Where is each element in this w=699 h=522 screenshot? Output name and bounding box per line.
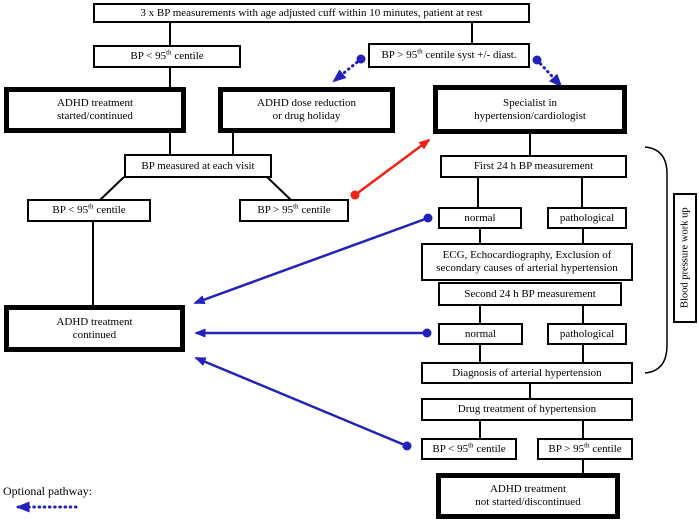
- node-bp-each-visit: BP measured at each visit: [124, 154, 272, 178]
- node-adhd-not-started-line2: not started/discontinued: [475, 496, 581, 508]
- node-bp-gt95-syst-diast: BP > 95th centile syst +/- diast.: [368, 43, 530, 68]
- node-specialist-line2: hypertension/cardiologist: [474, 109, 586, 122]
- node-adhd-treatment-continued-line2: continued: [72, 328, 117, 341]
- blood-pressure-workup-label: Blood pressure work up: [673, 193, 697, 323]
- node-bp-gt95-bottom: BP > 95th centile: [537, 438, 633, 460]
- node-bp-gt95-mid: BP > 95th centile: [239, 199, 349, 222]
- node-adhd-treatment-continued-line1: ADHD treatment: [56, 315, 133, 328]
- node-adhd-not-started-line1: ADHD treatment: [489, 483, 567, 495]
- node-bp-measurements-label: 3 x BP measurements with age adjusted cu…: [140, 6, 483, 19]
- node-first-24h-bp-label: First 24 h BP measurement: [473, 160, 594, 172]
- node-diagnosis: Diagnosis of arterial hypertension: [421, 362, 633, 384]
- node-bp-lt95-bottom-label: BP < 95th centile: [432, 440, 506, 455]
- node-specialist: Specialist in hypertension/cardiologist: [433, 85, 627, 134]
- node-bp-gt95-mid-label: BP > 95th centile: [257, 202, 331, 216]
- node-normal-1-label: normal: [464, 211, 496, 224]
- node-ecg-echo: ECG, Echocardiography, Exclusion of seco…: [421, 243, 633, 281]
- node-drug-treatment: Drug treatment of hypertension: [421, 398, 633, 421]
- node-diagnosis-label: Diagnosis of arterial hypertension: [452, 366, 602, 379]
- node-bp-each-visit-label: BP measured at each visit: [141, 159, 255, 172]
- optional-pathway-arrow-to-dose-reduction: [332, 54, 366, 83]
- node-adhd-dose-reduction-line1: ADHD dose reduction: [257, 97, 356, 109]
- node-bp-lt95-top: BP < 95th centile: [93, 45, 241, 68]
- workup-brace: [644, 146, 668, 374]
- node-pathological-2-label: pathological: [559, 327, 615, 340]
- node-pathological-1: pathological: [547, 207, 627, 229]
- node-drug-treatment-label: Drug treatment of hypertension: [457, 403, 597, 415]
- node-bp-lt95-bottom: BP < 95th centile: [421, 438, 517, 460]
- node-ecg-echo-line2: secondary causes of arterial hypertensio…: [436, 262, 618, 274]
- node-pathological-1-label: pathological: [559, 211, 615, 224]
- node-bp-lt95-mid: BP < 95th centile: [27, 199, 151, 222]
- node-normal-2-label: normal: [464, 327, 497, 340]
- node-adhd-dose-reduction: ADHD dose reduction or drug holiday: [218, 87, 395, 133]
- node-specialist-line1: Specialist in: [502, 96, 558, 109]
- node-bp-gt95-bottom-label: BP > 95th centile: [548, 440, 622, 455]
- node-adhd-treatment-continued: ADHD treatment continued: [4, 305, 185, 352]
- arrow-normal1-to-continued: [193, 213, 433, 305]
- referral-arrow-to-specialist: [350, 138, 431, 200]
- node-adhd-treatment-started-line2: started/continued: [57, 110, 133, 122]
- node-bp-lt95-mid-label: BP < 95th centile: [52, 202, 126, 216]
- node-second-24h-bp-label: Second 24 h BP measurement: [464, 287, 596, 300]
- node-pathological-2: pathological: [547, 323, 627, 345]
- legend-optional-pathway-label: Optional pathway:: [3, 484, 92, 498]
- arrow-bp-lt95-to-continued: [194, 356, 412, 451]
- node-adhd-dose-reduction-line2: or drug holiday: [272, 110, 341, 122]
- optional-pathway-arrow-to-specialist: [532, 55, 563, 88]
- node-first-24h-bp: First 24 h BP measurement: [440, 155, 627, 178]
- node-ecg-echo-line1: ECG, Echocardiography, Exclusion of: [442, 249, 612, 261]
- node-second-24h-bp: Second 24 h BP measurement: [438, 282, 622, 306]
- node-normal-2: normal: [438, 323, 523, 345]
- node-bp-gt95-syst-diast-label: BP > 95th centile syst +/- diast.: [381, 47, 517, 61]
- node-adhd-treatment-started-line1: ADHD treatment: [56, 97, 134, 109]
- node-bp-lt95-top-label: BP < 95th centile: [130, 48, 204, 62]
- arrow-normal2-to-continued: [194, 328, 432, 338]
- node-adhd-treatment-started: ADHD treatment started/continued: [4, 87, 186, 133]
- node-bp-measurements: 3 x BP measurements with age adjusted cu…: [93, 3, 530, 23]
- node-normal-1: normal: [438, 207, 522, 229]
- node-adhd-not-started: ADHD treatment not started/discontinued: [436, 473, 620, 519]
